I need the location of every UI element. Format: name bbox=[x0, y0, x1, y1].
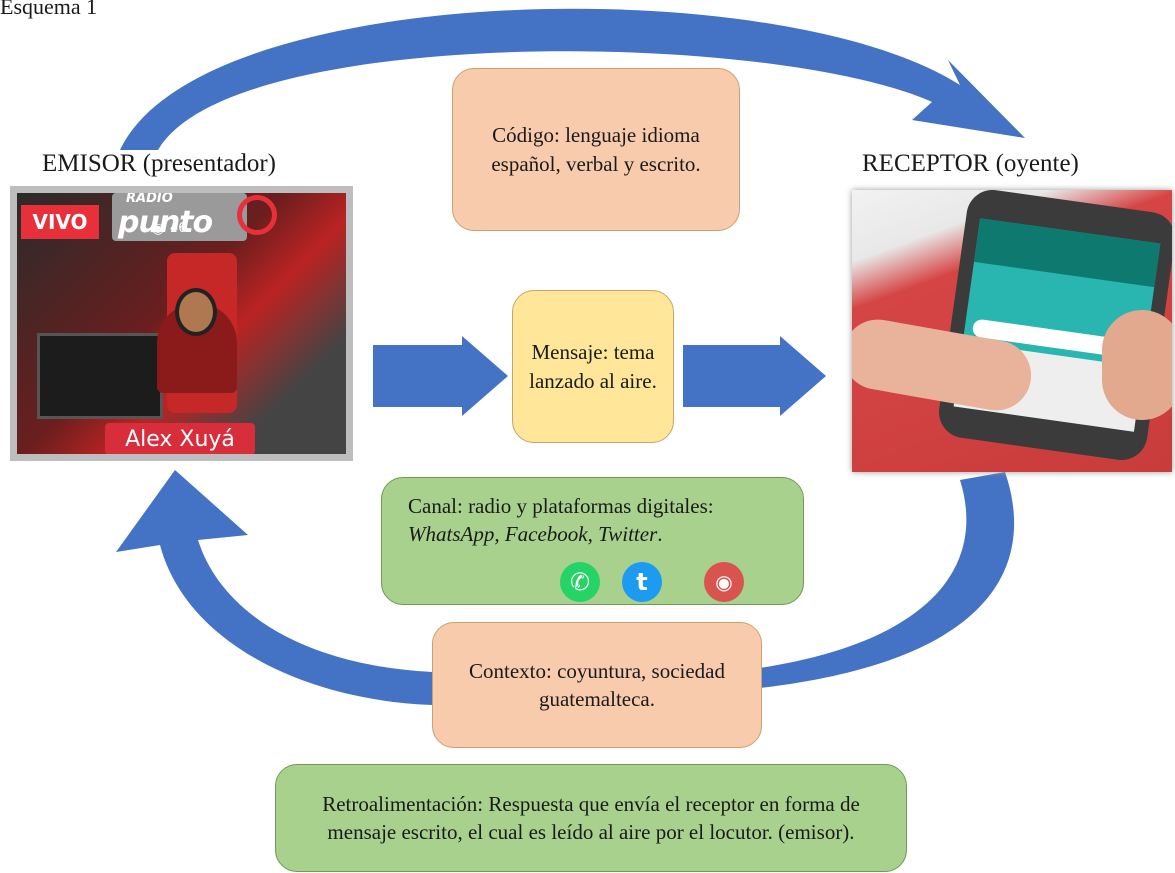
retroalimentacion-text: Retroalimentación: Respuesta que envía e… bbox=[322, 791, 860, 844]
thumb bbox=[1102, 310, 1172, 420]
mensaje-arrow-right bbox=[683, 336, 826, 416]
bottom-right-arc bbox=[760, 472, 1015, 688]
emisor-label: EMISOR (presentador) bbox=[42, 150, 276, 177]
canal-end: . bbox=[657, 522, 663, 547]
emisor-photo: VIVO RADIO punto ◉ 46 Alex Xuyá bbox=[10, 186, 353, 461]
canal-platforms: WhatsApp, Facebook, Twitter bbox=[408, 522, 658, 547]
codigo-box: Código: lenguaje idioma español, verbal … bbox=[452, 68, 740, 231]
mensaje-box: Mensaje: tema lanzado al aire. bbox=[512, 290, 674, 443]
station-top: RADIO bbox=[126, 191, 173, 206]
presenter-head bbox=[175, 288, 217, 336]
station-logo: RADIO punto ◉ 46 bbox=[112, 193, 247, 241]
codigo-text: Código: lenguaje idioma español, verbal … bbox=[491, 123, 701, 176]
presenter-name-banner: Alex Xuyá bbox=[105, 423, 255, 454]
mensaje-arrow-left bbox=[373, 336, 508, 416]
station-name: punto bbox=[118, 205, 213, 240]
mensaje-text: Mensaje: tema lanzado al aire. bbox=[529, 340, 657, 393]
station-ring-icon bbox=[237, 195, 277, 235]
figure-caption: Esquema 1 bbox=[0, 0, 98, 19]
facebook-live-icon: ◉ bbox=[704, 562, 744, 602]
canal-content: Canal: radio y plataformas digitales: Wh… bbox=[408, 492, 777, 549]
contexto-box: Contexto: coyuntura, sociedad guatemalte… bbox=[432, 622, 762, 748]
twitter-icon: t bbox=[622, 562, 662, 602]
feedback-arc-arrow bbox=[116, 470, 432, 705]
contexto-text: Contexto: coyuntura, sociedad guatemalte… bbox=[468, 658, 726, 711]
top-arc-arrow bbox=[120, 8, 1025, 150]
canal-text: Canal: radio y plataformas digitales: bbox=[408, 494, 714, 518]
vivo-badge: VIVO bbox=[21, 205, 99, 239]
eye-icon: ◉ bbox=[152, 222, 165, 237]
viewer-count: 46 bbox=[170, 221, 187, 236]
receptor-photo bbox=[852, 190, 1172, 472]
receptor-label: RECEPTOR (oyente) bbox=[862, 150, 1079, 177]
whatsapp-icon: ✆ bbox=[560, 562, 600, 602]
retroalimentacion-box: Retroalimentación: Respuesta que envía e… bbox=[275, 764, 907, 872]
